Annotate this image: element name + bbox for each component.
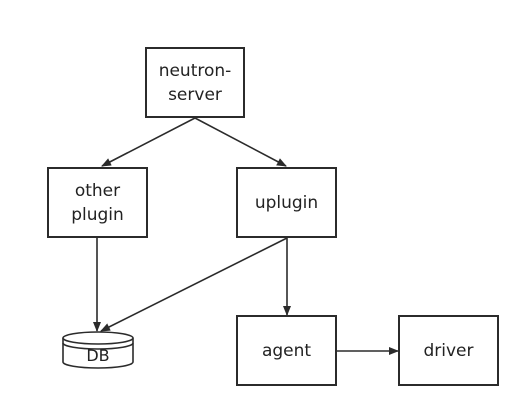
arrow-uplugin-to-db: [100, 237, 288, 332]
agent-node: agent: [236, 315, 337, 386]
other-plugin-label-line1: other: [74, 180, 121, 201]
arrow-server-to-other-plugin: [101, 117, 196, 167]
neutron-server-node: neutron- server: [145, 47, 245, 118]
neutron-server-label-line2: server: [168, 84, 222, 105]
driver-node: driver: [398, 315, 499, 386]
other-plugin-node: other plugin: [47, 167, 148, 238]
agent-label: agent: [261, 340, 312, 361]
other-plugin-label-line2: plugin: [71, 204, 124, 225]
driver-label: driver: [423, 340, 474, 361]
db-cylinder: [62, 331, 134, 369]
db-label: DB: [86, 346, 110, 365]
neutron-server-label-line1: neutron-: [158, 60, 232, 81]
uplugin-node: uplugin: [236, 167, 337, 238]
arrow-server-to-uplugin: [194, 117, 287, 167]
uplugin-label: uplugin: [254, 192, 319, 213]
